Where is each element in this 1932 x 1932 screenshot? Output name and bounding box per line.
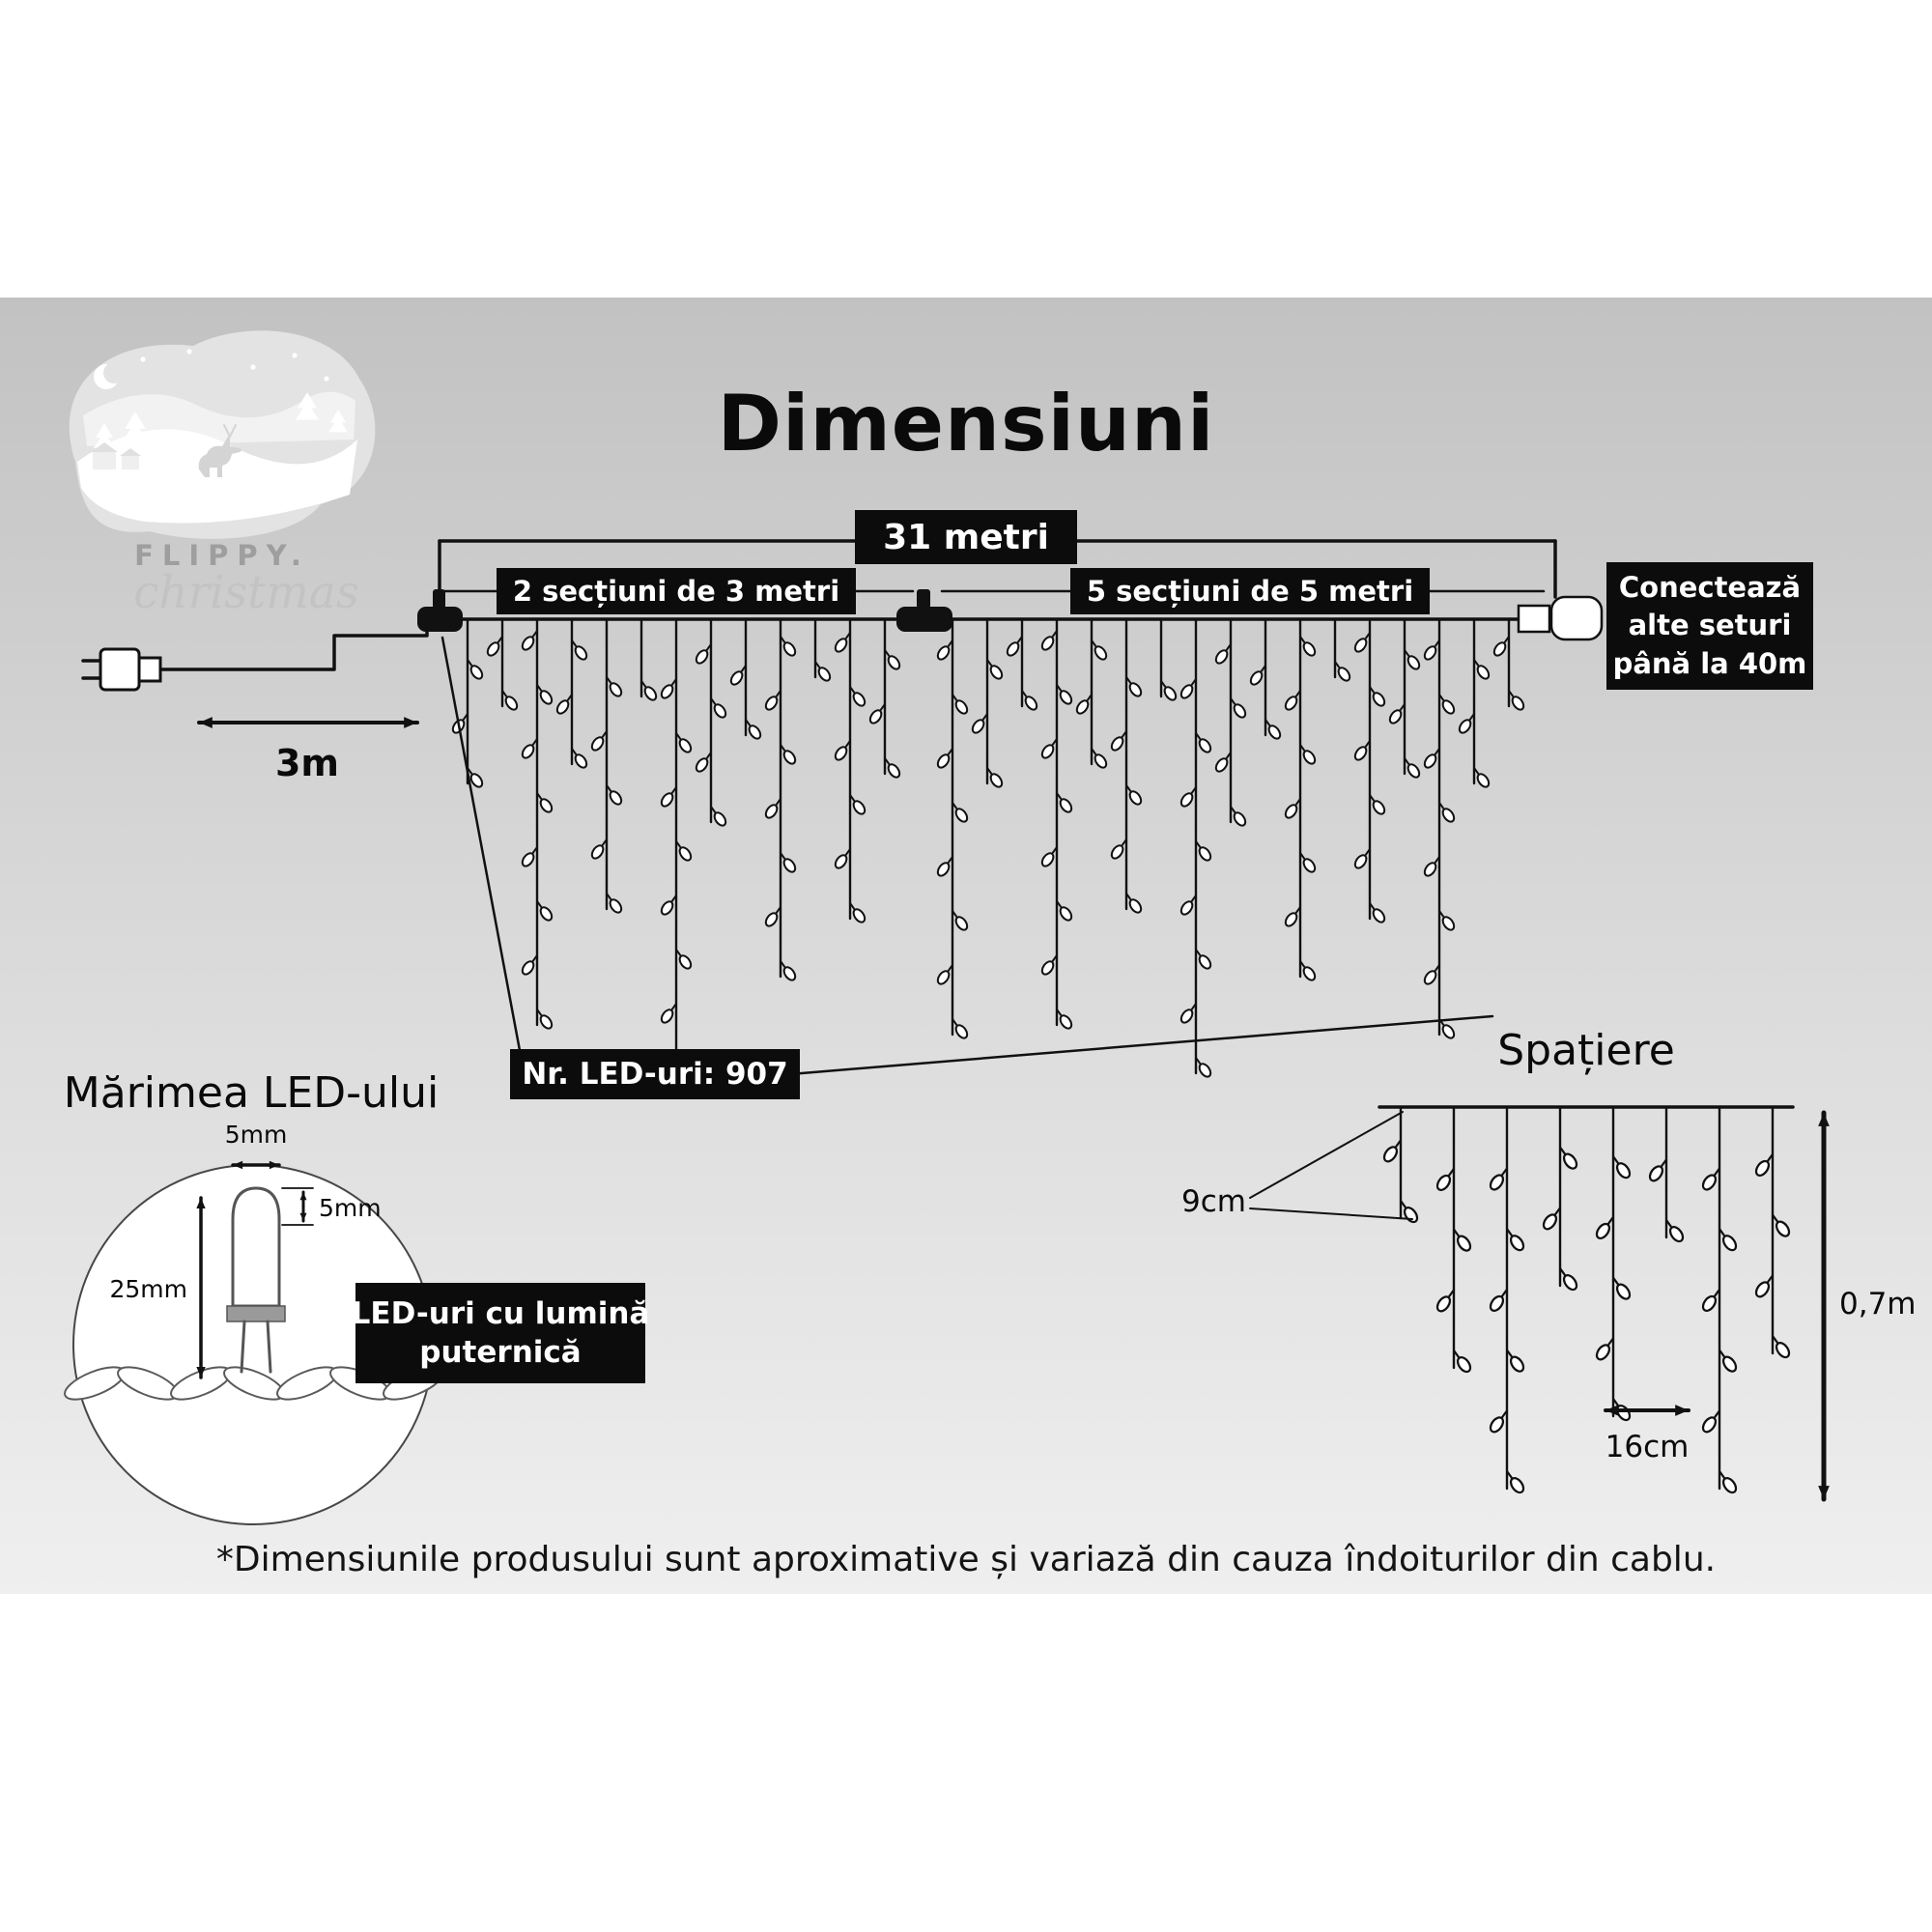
left-sections-text: 2 secțiuni de 3 metri	[512, 575, 840, 608]
total-length-label: 31 metri	[855, 510, 1077, 564]
left-sections-label: 2 secțiuni de 3 metri	[497, 568, 856, 614]
spacing-9cm-label: 9cm	[1181, 1184, 1246, 1219]
led-count-text: Nr. LED-uri: 907	[522, 1057, 788, 1092]
right-sections-text: 5 secțiuni de 5 metri	[1086, 575, 1414, 608]
connect-note-line2: alte seturi	[1628, 609, 1792, 642]
led-note-line1: LED-uri cu lumină	[351, 1295, 650, 1331]
led-size-section-title: Mărimea LED-ului	[63, 1068, 440, 1118]
right-sections-label: 5 secțiuni de 5 metri	[1070, 568, 1430, 614]
spacing-section-title: Spațiere	[1497, 1026, 1675, 1075]
led-cap-label: 5mm	[319, 1194, 382, 1222]
total-length-text: 31 metri	[883, 517, 1049, 557]
page-title: Dimensiuni	[717, 379, 1215, 469]
logo-script-text: christmas	[133, 566, 359, 619]
connect-note-box: Conectează alte seturi până la 40m	[1606, 562, 1813, 690]
led-note-box: LED-uri cu lumină puternică	[352, 1283, 649, 1383]
led-width-label: 5mm	[224, 1121, 288, 1149]
led-count-box: Nr. LED-uri: 907	[510, 1049, 800, 1099]
disclaimer-text: *Dimensiunile produsului sunt aproximati…	[215, 1540, 1717, 1579]
led-height-label: 25mm	[109, 1275, 187, 1303]
spacing-16cm-label: 16cm	[1605, 1430, 1690, 1464]
lead-length-label: 3m	[274, 742, 340, 784]
connect-note-line3: până la 40m	[1612, 646, 1807, 680]
led-note-line2: puternică	[419, 1335, 582, 1370]
connect-note-line1: Conectează	[1618, 571, 1802, 605]
spacing-height-label: 0,7m	[1839, 1287, 1917, 1321]
logo-brand-text: FLIPPY.	[134, 539, 310, 572]
